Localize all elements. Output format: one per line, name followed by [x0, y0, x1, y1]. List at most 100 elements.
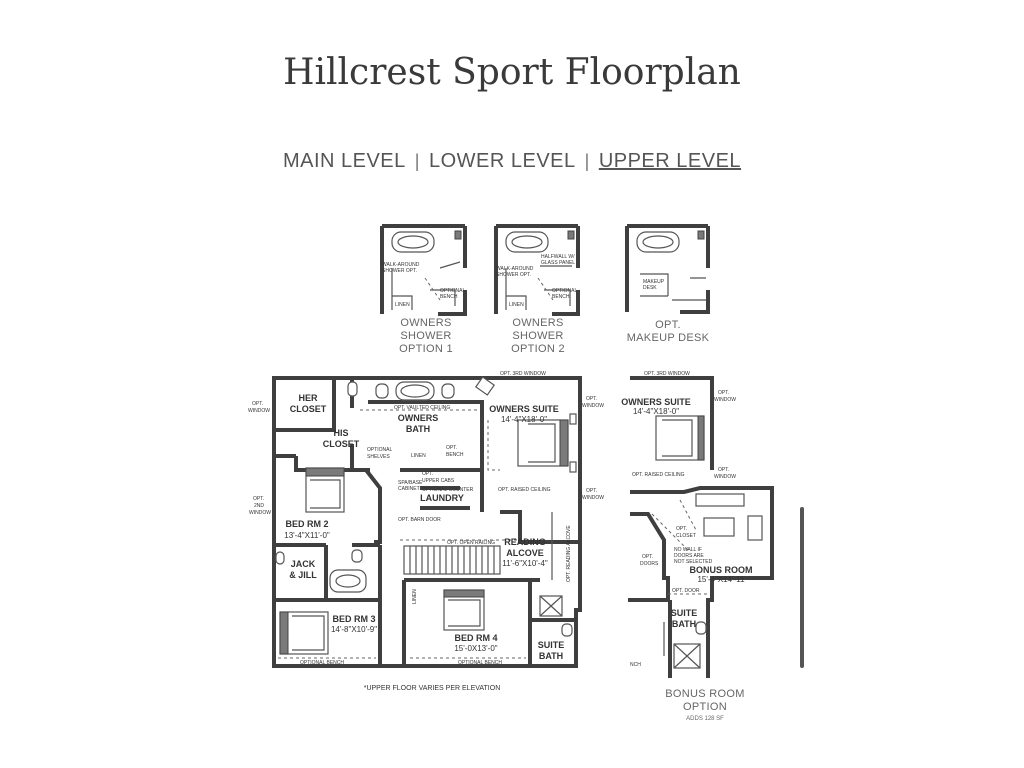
nav-main-level[interactable]: MAIN LEVEL — [282, 150, 406, 172]
room-suite-bath: SUITE — [538, 640, 565, 650]
upper-level-plan: HER CLOSET HIS CLOSET OWNERS BATH OWNERS… — [248, 371, 604, 692]
caption-line: BONUS ROOM — [665, 688, 744, 700]
bed-icon — [655, 415, 705, 461]
room-bonus-room: BONUS ROOM — [690, 565, 753, 575]
room-his-closet: HIS — [333, 428, 348, 438]
room-reading-alcove-dim: 11'-6"X10'-4" — [502, 559, 548, 568]
room-bonus-room-dim: 15'-4"X14'-11 — [697, 575, 745, 584]
note-opt-3rd-window: OPT. 3RD WINDOW — [644, 371, 690, 377]
note-opt-3rd-window: OPT. 3RD WINDOW — [500, 371, 546, 377]
nav-separator: | — [584, 151, 590, 171]
room-bed-3-dim: 14'-8"X10'-9" — [331, 625, 377, 634]
note-bench: BENCH — [552, 294, 570, 300]
note-no-wall: NOT SELECTED — [674, 559, 713, 565]
note-opt-bench: OPT. — [446, 445, 457, 451]
note-opt-doors: OPT. — [642, 554, 653, 560]
note-optional-shelves: SHELVES — [367, 454, 390, 460]
note-opt-window: OPT. — [252, 401, 263, 407]
note-opt-upper-cabs: OPT. — [422, 471, 433, 477]
note-shower-opt: SHOWER OPT. — [382, 268, 417, 274]
room-suite-bath: BATH — [672, 619, 696, 629]
note-spa-cabinet: CABINET — [398, 486, 420, 492]
room-owners-suite-dim: 14'-4"X18'-0" — [501, 415, 547, 424]
chair-icon — [747, 515, 763, 541]
scrollbar[interactable] — [800, 507, 804, 668]
note-opt-bench: BENCH — [446, 452, 464, 458]
note-bench: NCH — [630, 662, 641, 668]
note-desk: DESK — [643, 285, 657, 291]
bonus-adds-sf: ADDS 128 SF — [686, 716, 724, 722]
note-optional-bench: OPTIONAL BENCH — [300, 660, 344, 666]
sofa-icon — [695, 493, 745, 507]
note-optional-counter: OPTIONAL COUNTER — [422, 487, 474, 493]
room-her-closet: HER — [298, 393, 318, 403]
note-linen: LINEN — [411, 453, 426, 459]
caption-line: OWNERS — [400, 317, 451, 329]
staircase-icon — [403, 545, 501, 575]
note-vaulted-ceiling: OPT. VAULTED CEILING — [394, 405, 450, 411]
chair-icon — [474, 376, 496, 396]
room-bed-4-dim: 15'-0X13'-0" — [454, 644, 497, 653]
note-spa-cabinet: SPA/BASE — [398, 480, 423, 486]
note-opt-window: OPT. — [586, 488, 597, 494]
toilet-icon — [347, 381, 358, 397]
room-owners-suite-dim: 14'-4"X18'-0" — [633, 407, 679, 416]
note-open-railing: OPT. OPEN RAILING — [447, 540, 495, 546]
sink-icon — [441, 383, 455, 399]
note-raised-ceiling: OPT. RAISED CEILING — [498, 487, 551, 493]
caption-line: OPTION — [683, 701, 727, 713]
note-opt-upper-cabs: UPPER CABS — [422, 478, 455, 484]
bed-icon — [279, 611, 329, 655]
room-bed-2-dim: 13'-4"X11'-0" — [284, 531, 330, 540]
room-owners-bath: BATH — [406, 424, 430, 434]
room-reading-alcove: ALCOVE — [506, 548, 544, 558]
note-shower-opt: SHOWER OPT. — [496, 272, 531, 278]
room-owners-bath: OWNERS — [398, 413, 439, 423]
note-opt-window: WINDOW — [248, 408, 270, 414]
table-icon — [703, 517, 735, 537]
room-owners-suite: OWNERS SUITE — [621, 397, 691, 407]
caption-line: OPTION 2 — [511, 343, 565, 355]
room-bed-4: BED RM 4 — [454, 633, 497, 643]
note-opt-closet: OPT. — [676, 526, 687, 532]
note-opt-window: WINDOW — [714, 397, 736, 403]
nav-separator: | — [414, 151, 420, 171]
note-walk-around: WALK-AROUND — [382, 262, 420, 268]
note-reading-alcove: OPT. READING ALCOVE — [566, 525, 572, 582]
note-no-wall: DOORS ARE — [674, 553, 704, 559]
caption-line: MAKEUP DESK — [627, 332, 710, 344]
shower-option-1-plan: WALK-AROUND SHOWER OPT. OPTIONAL BENCH L… — [380, 224, 467, 355]
note-raised-ceiling: OPT. RAISED CEILING — [632, 472, 685, 478]
note-no-wall: NO WALL IF — [674, 547, 702, 553]
note-opt-window: WINDOW — [582, 495, 604, 501]
room-owners-suite: OWNERS SUITE — [489, 404, 559, 414]
plan-footnote: *UPPER FLOOR VARIES PER ELEVATION — [364, 685, 501, 692]
note-opt-door: OPT. DOOR — [672, 588, 700, 594]
nav-upper-level[interactable]: UPPER LEVEL — [598, 150, 742, 172]
bonus-room-plan: OPT. 3RD WINDOW OWNERS SUITE 14'-4"X18'-… — [621, 371, 774, 722]
note-opt-window: OPT. — [718, 390, 729, 396]
level-nav: MAIN LEVEL | LOWER LEVEL | UPPER LEVEL — [0, 150, 1024, 173]
note-walk-around: WALK-AROUND — [496, 266, 534, 272]
note-opt-closet: CLOSET — [676, 533, 696, 539]
caption-line: SHOWER — [512, 330, 563, 342]
sink-icon — [375, 383, 389, 399]
sink-icon — [351, 549, 363, 563]
note-linen: LINEN — [395, 302, 410, 308]
note-optional-bench: OPTIONAL BENCH — [458, 660, 502, 666]
note-opt-2nd-window: OPT. — [253, 496, 264, 502]
note-makeup: MAKEUP — [643, 279, 665, 285]
nav-lower-level[interactable]: LOWER LEVEL — [428, 150, 576, 172]
caption-line: OPTION 1 — [399, 343, 453, 355]
room-jack-jill: JACK — [291, 559, 316, 569]
caption-line: SHOWER — [400, 330, 451, 342]
note-opt-window: WINDOW — [582, 403, 604, 409]
room-suite-bath: SUITE — [671, 608, 698, 618]
note-opt-window: OPT. — [718, 467, 729, 473]
shower-option-2-plan: HALFWALL W/ GLASS PANEL WALK-AROUND SHOW… — [494, 224, 580, 355]
note-halfwall: HALFWALL W/ — [541, 254, 575, 260]
room-suite-bath: BATH — [539, 651, 563, 661]
note-optional: OPTIONAL — [440, 288, 466, 294]
bed-icon — [443, 589, 485, 631]
